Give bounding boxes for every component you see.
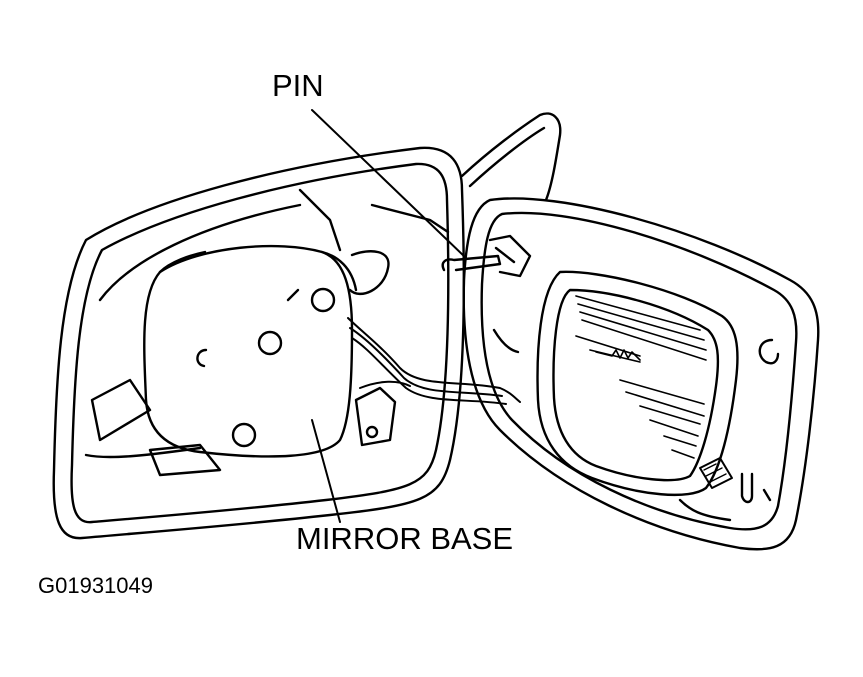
mounting-hole-4	[197, 350, 206, 366]
housing-bracket	[300, 190, 448, 294]
pin-label: PIN	[272, 68, 324, 103]
mirror-base-side	[160, 252, 356, 290]
mounting-hole-3	[233, 424, 255, 446]
pin-body	[443, 256, 500, 270]
mounting-hole-2	[259, 332, 281, 354]
wire-harness	[348, 318, 520, 404]
hinge-bracket	[490, 236, 530, 276]
housing-inner-rim	[72, 164, 449, 522]
clip-lower	[742, 474, 770, 502]
clip-tab	[700, 458, 732, 488]
mounting-hole-1	[312, 289, 334, 311]
base-tick	[288, 290, 298, 300]
glass-outline	[538, 272, 738, 495]
pin	[443, 256, 500, 270]
glass-squiggle	[596, 350, 640, 360]
mirror-base-leader-line	[312, 420, 340, 522]
holder-outer-outline	[464, 198, 819, 549]
mirror-holder	[464, 198, 819, 549]
mirror-housing	[54, 148, 464, 538]
figure-code: G01931049	[38, 573, 153, 598]
pin-leader-line	[312, 110, 466, 258]
glass-reflection-lines	[576, 296, 706, 458]
mirror-stay	[462, 114, 560, 200]
mirror-base-body	[144, 246, 352, 456]
housing-outer-outline	[54, 148, 464, 538]
clip-upper	[760, 340, 778, 363]
holder-edge-lines	[494, 330, 730, 520]
wire-4	[360, 382, 410, 388]
clip-tab-hatch	[704, 464, 726, 482]
stay-inner	[470, 128, 544, 186]
holder-inner-rim	[482, 213, 797, 529]
mirror-base-unit	[144, 246, 356, 456]
mirror-base-label: MIRROR BASE	[296, 521, 514, 556]
wire-1	[348, 318, 520, 402]
housing-screw-hole	[367, 427, 377, 437]
glass-inner	[554, 290, 718, 480]
housing-lower-rib	[150, 388, 395, 475]
wire-3	[352, 338, 506, 404]
stay-outline	[462, 114, 560, 200]
wire-2	[350, 328, 502, 396]
